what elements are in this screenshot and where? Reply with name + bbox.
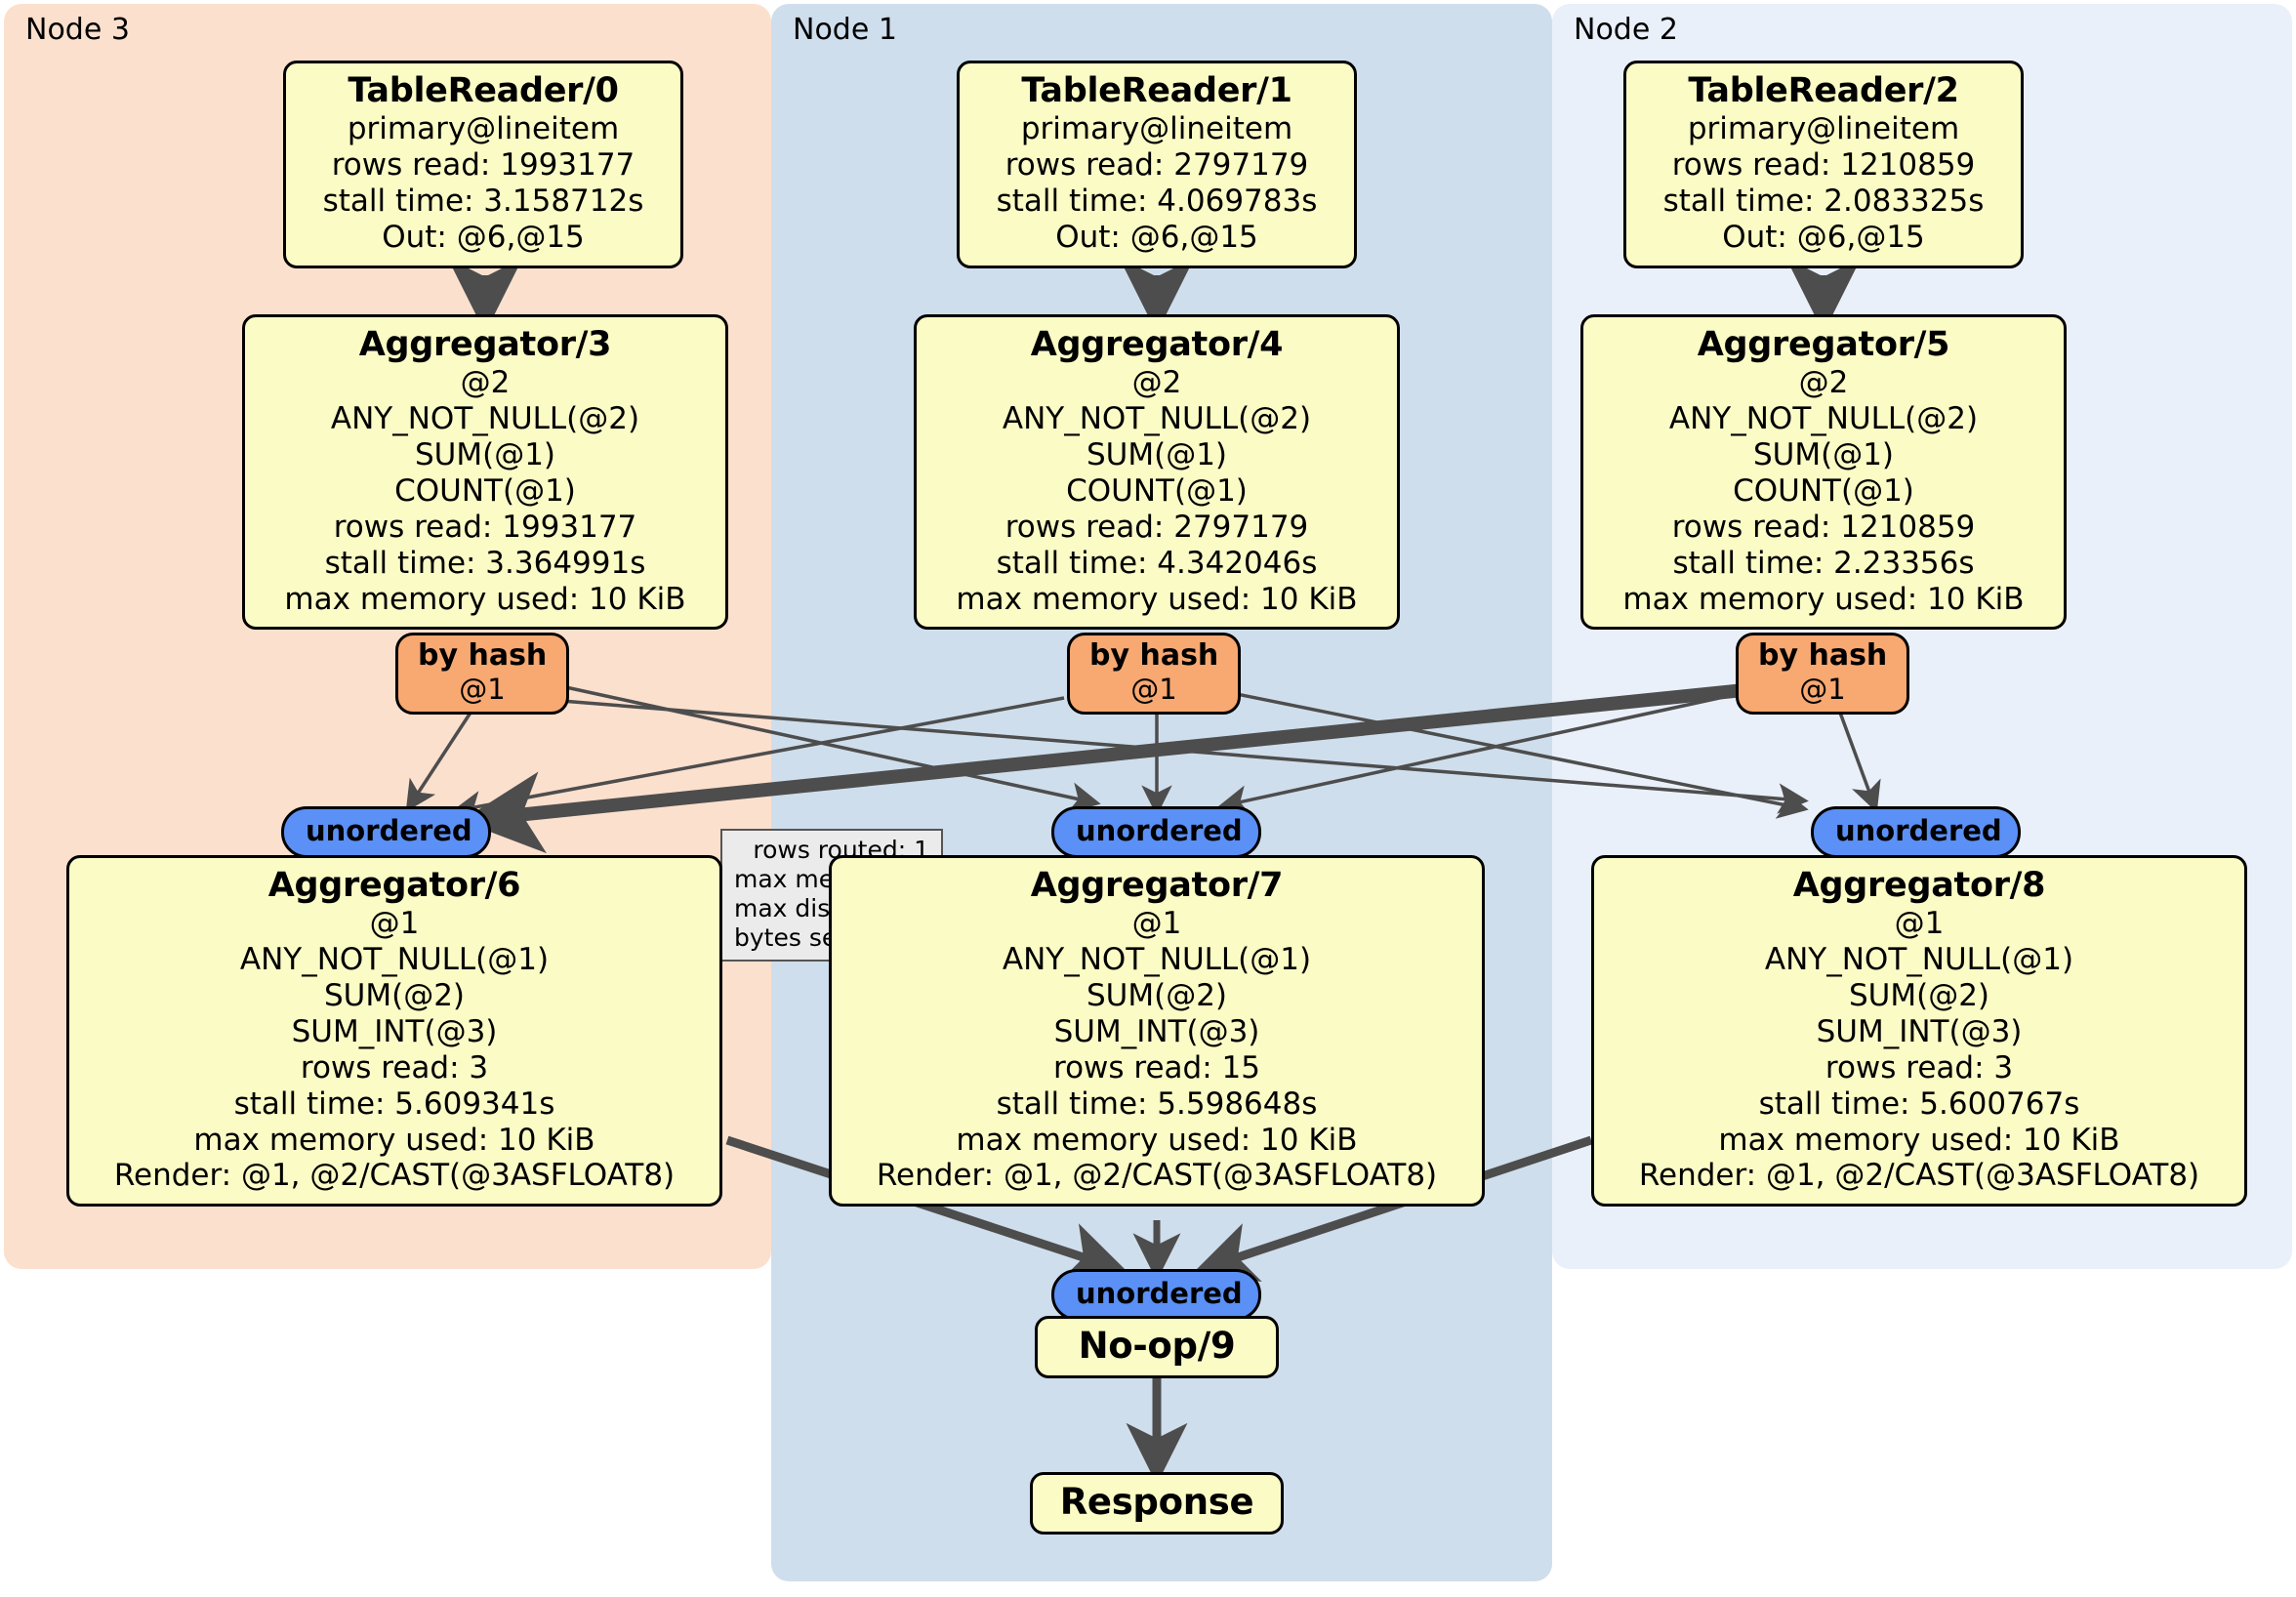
node-agg-expr-2: SUM(@2): [323, 978, 466, 1014]
node-agg-expr-2: SUM(@2): [1086, 978, 1228, 1014]
node-agg-expr-1: ANY_NOT_NULL(@1): [1764, 942, 2074, 978]
node-table-reader-2[interactable]: TableReader/2 primary@lineitem rows read…: [1623, 61, 2024, 268]
cluster-label-node-2: Node 2: [1574, 13, 1678, 47]
router-title: by hash: [1089, 638, 1219, 673]
node-agg-expr-3: COUNT(@1): [1066, 472, 1248, 509]
node-title: Aggregator/8: [1792, 866, 2046, 905]
node-response[interactable]: Response: [1030, 1472, 1284, 1535]
node-agg-expr-1: ANY_NOT_NULL(@2): [1002, 401, 1312, 437]
node-stall-time: stall time: 2.23356s: [1672, 545, 1975, 581]
router-column: @1: [1799, 672, 1846, 706]
node-group-cols: @1: [1131, 906, 1182, 942]
node-aggregator-8[interactable]: Aggregator/8 @1 ANY_NOT_NULL(@1) SUM(@2)…: [1591, 855, 2247, 1208]
node-stall-time: stall time: 5.598648s: [996, 1085, 1318, 1122]
node-group-cols: @2: [1798, 365, 1849, 401]
node-index: primary@lineitem: [1020, 111, 1293, 147]
node-title: No-op/9: [1078, 1325, 1236, 1367]
node-aggregator-4[interactable]: Aggregator/4 @2 ANY_NOT_NULL(@2) SUM(@1)…: [914, 314, 1400, 631]
node-title: Aggregator/4: [1030, 325, 1284, 364]
node-stall-time: stall time: 4.342046s: [996, 545, 1318, 581]
node-title: Aggregator/7: [1030, 866, 1284, 905]
node-agg-expr-1: ANY_NOT_NULL(@2): [1668, 401, 1979, 437]
router-title: by hash: [418, 638, 548, 673]
node-max-memory: max memory used: 10 KiB: [956, 1122, 1358, 1158]
node-rows-read: rows read: 1993177: [333, 509, 637, 545]
node-rows-read: rows read: 3: [300, 1049, 489, 1085]
node-group-cols: @1: [369, 906, 420, 942]
node-out-columns: Out: @6,@15: [1055, 219, 1258, 255]
node-aggregator-5[interactable]: Aggregator/5 @2 ANY_NOT_NULL(@2) SUM(@1)…: [1580, 314, 2067, 631]
node-agg-expr-1: ANY_NOT_NULL(@2): [330, 401, 640, 437]
node-out-columns: Out: @6,@15: [1722, 219, 1925, 255]
node-render: Render: @1, @2/CAST(@3ASFLOAT8): [113, 1158, 676, 1194]
node-agg-expr-2: SUM(@2): [1848, 978, 1990, 1014]
node-stall-time: stall time: 5.609341s: [233, 1085, 555, 1122]
node-agg-expr-2: SUM(@1): [414, 437, 556, 473]
node-rows-read: rows read: 1210859: [1671, 147, 1976, 184]
node-render: Render: @1, @2/CAST(@3ASFLOAT8): [1638, 1158, 2200, 1194]
stream-unordered-final[interactable]: unordered: [1051, 1269, 1261, 1321]
node-group-cols: @2: [460, 365, 511, 401]
node-render: Render: @1, @2/CAST(@3ASFLOAT8): [876, 1158, 1438, 1194]
node-index: primary@lineitem: [347, 111, 620, 147]
node-aggregator-7[interactable]: Aggregator/7 @1 ANY_NOT_NULL(@1) SUM(@2)…: [829, 855, 1485, 1208]
node-title: TableReader/0: [348, 71, 619, 110]
stream-unordered-node-2[interactable]: unordered: [1811, 806, 2021, 858]
node-agg-expr-3: COUNT(@1): [394, 472, 576, 509]
node-agg-expr-3: SUM_INT(@3): [1816, 1013, 2023, 1049]
router-title: by hash: [1758, 638, 1888, 673]
node-title: TableReader/2: [1688, 71, 1959, 110]
node-no-op-9[interactable]: No-op/9: [1035, 1316, 1279, 1378]
node-rows-read: rows read: 3: [1824, 1049, 2014, 1085]
node-rows-read: rows read: 15: [1053, 1049, 1260, 1085]
node-rows-read: rows read: 2797179: [1004, 509, 1309, 545]
node-stall-time: stall time: 5.600767s: [1758, 1085, 2080, 1122]
node-group-cols: @1: [1894, 906, 1945, 942]
node-agg-expr-2: SUM(@1): [1752, 437, 1895, 473]
router-column: @1: [459, 672, 506, 706]
node-agg-expr-3: COUNT(@1): [1733, 472, 1914, 509]
node-agg-expr-1: ANY_NOT_NULL(@1): [239, 942, 550, 978]
node-max-memory: max memory used: 10 KiB: [193, 1122, 595, 1158]
cluster-label-node-3: Node 3: [25, 13, 130, 47]
node-agg-expr-2: SUM(@1): [1086, 437, 1228, 473]
node-rows-read: rows read: 2797179: [1004, 147, 1309, 184]
node-table-reader-1[interactable]: TableReader/1 primary@lineitem rows read…: [957, 61, 1357, 268]
node-title: Aggregator/6: [267, 866, 521, 905]
node-stall-time: stall time: 3.158712s: [322, 184, 644, 220]
node-out-columns: Out: @6,@15: [382, 219, 585, 255]
node-group-cols: @2: [1131, 365, 1182, 401]
node-title: Aggregator/3: [358, 325, 612, 364]
node-stall-time: stall time: 3.364991s: [324, 545, 646, 581]
router-column: @1: [1130, 672, 1177, 706]
node-rows-read: rows read: 1993177: [331, 147, 636, 184]
node-table-reader-0[interactable]: TableReader/0 primary@lineitem rows read…: [283, 61, 683, 268]
node-agg-expr-1: ANY_NOT_NULL(@1): [1002, 942, 1312, 978]
stream-unordered-node-1[interactable]: unordered: [1051, 806, 1261, 858]
node-title: TableReader/1: [1021, 71, 1292, 110]
node-max-memory: max memory used: 10 KiB: [956, 581, 1358, 617]
node-max-memory: max memory used: 10 KiB: [1718, 1122, 2120, 1158]
router-by-hash-node-3[interactable]: by hash @1: [395, 633, 569, 715]
node-aggregator-6[interactable]: Aggregator/6 @1 ANY_NOT_NULL(@1) SUM(@2)…: [66, 855, 722, 1208]
cluster-label-node-1: Node 1: [793, 13, 897, 47]
node-index: primary@lineitem: [1687, 111, 1960, 147]
node-max-memory: max memory used: 10 KiB: [284, 581, 686, 617]
stream-unordered-node-3[interactable]: unordered: [281, 806, 491, 858]
router-by-hash-node-2[interactable]: by hash @1: [1736, 633, 1909, 715]
node-agg-expr-3: SUM_INT(@3): [291, 1013, 498, 1049]
node-rows-read: rows read: 1210859: [1671, 509, 1976, 545]
node-max-memory: max memory used: 10 KiB: [1622, 581, 2025, 617]
node-stall-time: stall time: 4.069783s: [996, 184, 1318, 220]
node-stall-time: stall time: 2.083325s: [1662, 184, 1985, 220]
node-title: Response: [1059, 1481, 1254, 1523]
node-title: Aggregator/5: [1697, 325, 1950, 364]
router-by-hash-node-1[interactable]: by hash @1: [1067, 633, 1241, 715]
node-aggregator-3[interactable]: Aggregator/3 @2 ANY_NOT_NULL(@2) SUM(@1)…: [242, 314, 728, 631]
node-agg-expr-3: SUM_INT(@3): [1053, 1013, 1260, 1049]
